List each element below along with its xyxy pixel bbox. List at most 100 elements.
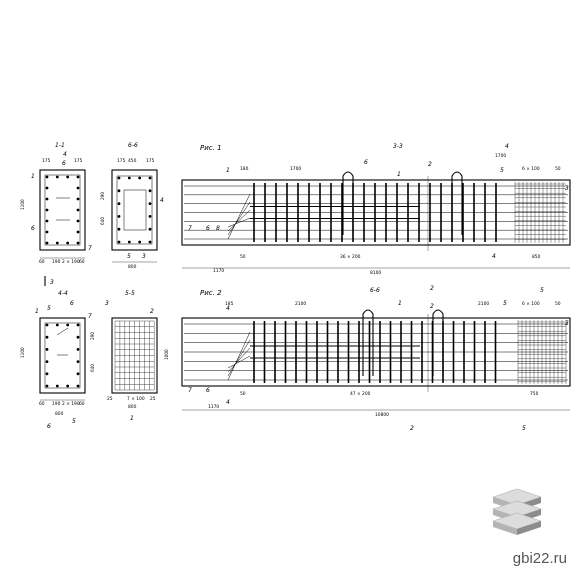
figure-2-mark-2: 2 (430, 303, 434, 310)
figure-2-mark-5: 5 (503, 300, 507, 307)
rebar-dot (138, 240, 142, 244)
figure-1-longitudinal-bars (184, 185, 568, 240)
rebar-dot (76, 323, 80, 327)
section-5-5-title: 5-5 (125, 290, 135, 297)
section-4-4-dim-60-right: 60 (79, 401, 85, 407)
section-4-4-dim-2x190: 2 × 190 (62, 401, 80, 407)
section-1-1-mark-1: 1 (31, 173, 35, 180)
figure-2-beam-outline (181, 317, 571, 387)
section-4-4-cut-6: 6 (47, 423, 51, 430)
figure-2-length: 10800 (375, 412, 389, 418)
rebar-dot (55, 175, 59, 179)
section-5-5-dim-1000: 1000 (164, 349, 169, 360)
rebar-dot (76, 372, 80, 376)
rebar-dot (45, 323, 49, 327)
section-4-4-mark-1: 1 (35, 308, 39, 315)
section-1-1-dim-2x190: 2 × 190 (62, 259, 80, 265)
figure-1-section-3-3: 3-3 (393, 143, 403, 150)
bent-bar (227, 339, 251, 377)
section-5-5: 5-5 3 2 1000 25 7 × 100 25 800 1 (105, 290, 169, 422)
figure-1-mark-6: 6 (364, 159, 368, 166)
rebar-dot (55, 241, 59, 245)
figure-2-elevation: Рис. 2 6-6 2 5 185 2100 2100 6 × 100 50 … (181, 285, 571, 432)
figure-2-cut-2: 2 (430, 285, 434, 292)
figure-1-dim-50-top: 50 (555, 166, 561, 172)
rebar-dot (45, 219, 49, 223)
figure-1-dim-36x200: 36 × 200 (340, 254, 361, 260)
section-1-1-bars (45, 175, 80, 245)
figure-1-mark-3: 3 (565, 185, 569, 192)
section-6-6-mark-5: 5 (127, 253, 131, 260)
figure-1-elevation: Рис. 1 3-3 4 1700 1700 180 6 × 100 50 1 … (181, 143, 571, 276)
rebar-dot (45, 230, 49, 234)
figure-2-dim-2100-right: 2100 (478, 301, 489, 307)
rebar-dot (66, 323, 70, 327)
section-6-6-bars (117, 176, 152, 244)
section-5-5-outline (111, 317, 158, 394)
figure-1-length: 8100 (370, 270, 381, 276)
section-6-6-title: 6-6 (128, 142, 138, 149)
section-1-1-title: 1-1 (55, 142, 65, 149)
figure-1-end-mesh (514, 182, 566, 243)
section-5-5-dim-25-left: 25 (107, 396, 113, 402)
section-4-4-mark-7: 7 (88, 313, 92, 320)
figure-2-lifting-loops (362, 309, 444, 376)
bent-bar (227, 331, 251, 381)
rebar-dot (45, 175, 49, 179)
figure-2-mark-4: 4 (226, 305, 230, 312)
section-6-6-width: 800 (128, 264, 137, 270)
figure-1-dim-1700-right: 1700 (495, 153, 506, 159)
bent-bar (227, 201, 251, 236)
rebar-dot (66, 175, 70, 179)
section-4-4-dim-60-left: 60 (39, 401, 45, 407)
rebar-dot (138, 176, 142, 180)
rebar-dot (66, 384, 70, 388)
section-1-1-dim-60-left: 60 (39, 259, 45, 265)
rebar-dot (117, 189, 121, 193)
section-4-4-stirrup (44, 322, 81, 389)
bent-bar (227, 193, 251, 240)
figure-2-cut-5: 5 (540, 287, 544, 294)
section-4-4-mark-5: 5 (47, 305, 51, 312)
figure-2-mark-4b: 4 (226, 399, 230, 406)
section-6-6-dim-450: 450 (128, 158, 137, 164)
section-1-1-dim-190: 190 (52, 259, 61, 265)
bent-bar (227, 355, 251, 369)
figure-2-dim-2100-left: 2100 (295, 301, 306, 307)
section-1-1-mark-7: 7 (88, 245, 92, 252)
section-6-6-dim-175-left: 175 (117, 158, 126, 164)
section-5-5-mark-1: 1 (130, 415, 134, 422)
section-6-6-mark-4: 4 (160, 197, 164, 204)
rebar-dot (76, 186, 80, 190)
lifting-loop (432, 309, 444, 376)
figure-2-title: Рис. 2 (200, 289, 222, 297)
watermark-site-text: gbi22.ru (512, 550, 567, 567)
figure-1-cut-4: 4 (505, 143, 509, 150)
figure-1-dim-1700-left: 1700 (290, 166, 301, 172)
figure-2-dim-47x200: 47 × 200 (350, 391, 371, 397)
rebar-dot (55, 323, 59, 327)
section-6-6-dim-175-right: 175 (146, 158, 155, 164)
section-5-5-dim-7x100: 7 × 100 (127, 396, 145, 402)
rebar-dot (45, 197, 49, 201)
rebar-dot (76, 219, 80, 223)
section-1-1-mark-6b: 6 (62, 160, 66, 167)
figure-2-end-mesh (517, 320, 567, 384)
rebar-dot (117, 227, 121, 231)
figure-2-dim-50-top: 50 (555, 301, 561, 307)
rebar-dot (45, 208, 49, 212)
rebar-dot (117, 202, 121, 206)
section-6-6-dim-640: 640 (100, 217, 105, 225)
section-4-4-dim-640: 640 (90, 364, 95, 372)
figure-2-dim-185: 185 (225, 301, 234, 307)
figure-1-mark-5: 5 (500, 167, 504, 174)
watermark: gbi22.ru (487, 487, 567, 567)
rebar-dot (117, 215, 121, 218)
rebar-dot (45, 186, 49, 190)
section-1-1-mark: 4 (63, 151, 67, 158)
section-1-1-outline (39, 169, 86, 251)
stacked-slabs-logo-icon (492, 488, 542, 535)
figure-2-mark-3: 3 (565, 320, 569, 327)
section-1-1-stirrup (44, 174, 81, 246)
